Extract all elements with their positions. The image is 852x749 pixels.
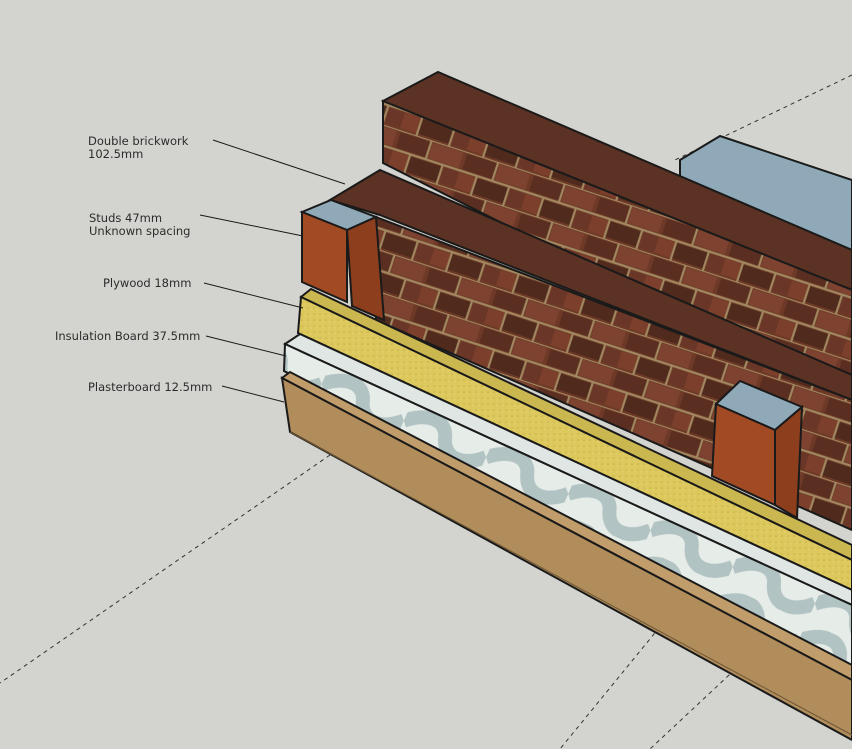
label-studs: Studs 47mm Unknown spacing bbox=[89, 212, 190, 238]
leader-lines bbox=[199, 139, 346, 403]
leader-plywood bbox=[203, 282, 304, 309]
leader-insulation bbox=[205, 335, 287, 357]
plywood-layer bbox=[296, 287, 852, 592]
label-plasterboard-line1: Plasterboard 12.5mm bbox=[88, 380, 213, 394]
label-brickwork-line1: Double brickwork bbox=[88, 134, 189, 148]
stud-left bbox=[299, 198, 386, 322]
label-plywood-line1: Plywood 18mm bbox=[103, 276, 192, 290]
label-brickwork: Double brickwork 102.5mm bbox=[88, 135, 188, 161]
insulation-board-layer bbox=[282, 332, 852, 672]
label-brickwork-line2: 102.5mm bbox=[88, 147, 144, 161]
leader-plasterboard bbox=[221, 385, 285, 403]
label-insulation: Insulation Board 37.5mm bbox=[55, 330, 200, 343]
plasterboard-layer bbox=[280, 370, 852, 742]
stud-right bbox=[710, 379, 804, 520]
label-plywood: Plywood 18mm bbox=[103, 277, 191, 290]
leader-studs bbox=[199, 214, 304, 237]
label-plasterboard: Plasterboard 12.5mm bbox=[88, 381, 212, 394]
label-studs-line2: Unknown spacing bbox=[89, 224, 191, 238]
label-insulation-line1: Insulation Board 37.5mm bbox=[55, 329, 201, 343]
leader-brickwork bbox=[212, 139, 346, 185]
label-studs-line1: Studs 47mm bbox=[89, 211, 163, 225]
